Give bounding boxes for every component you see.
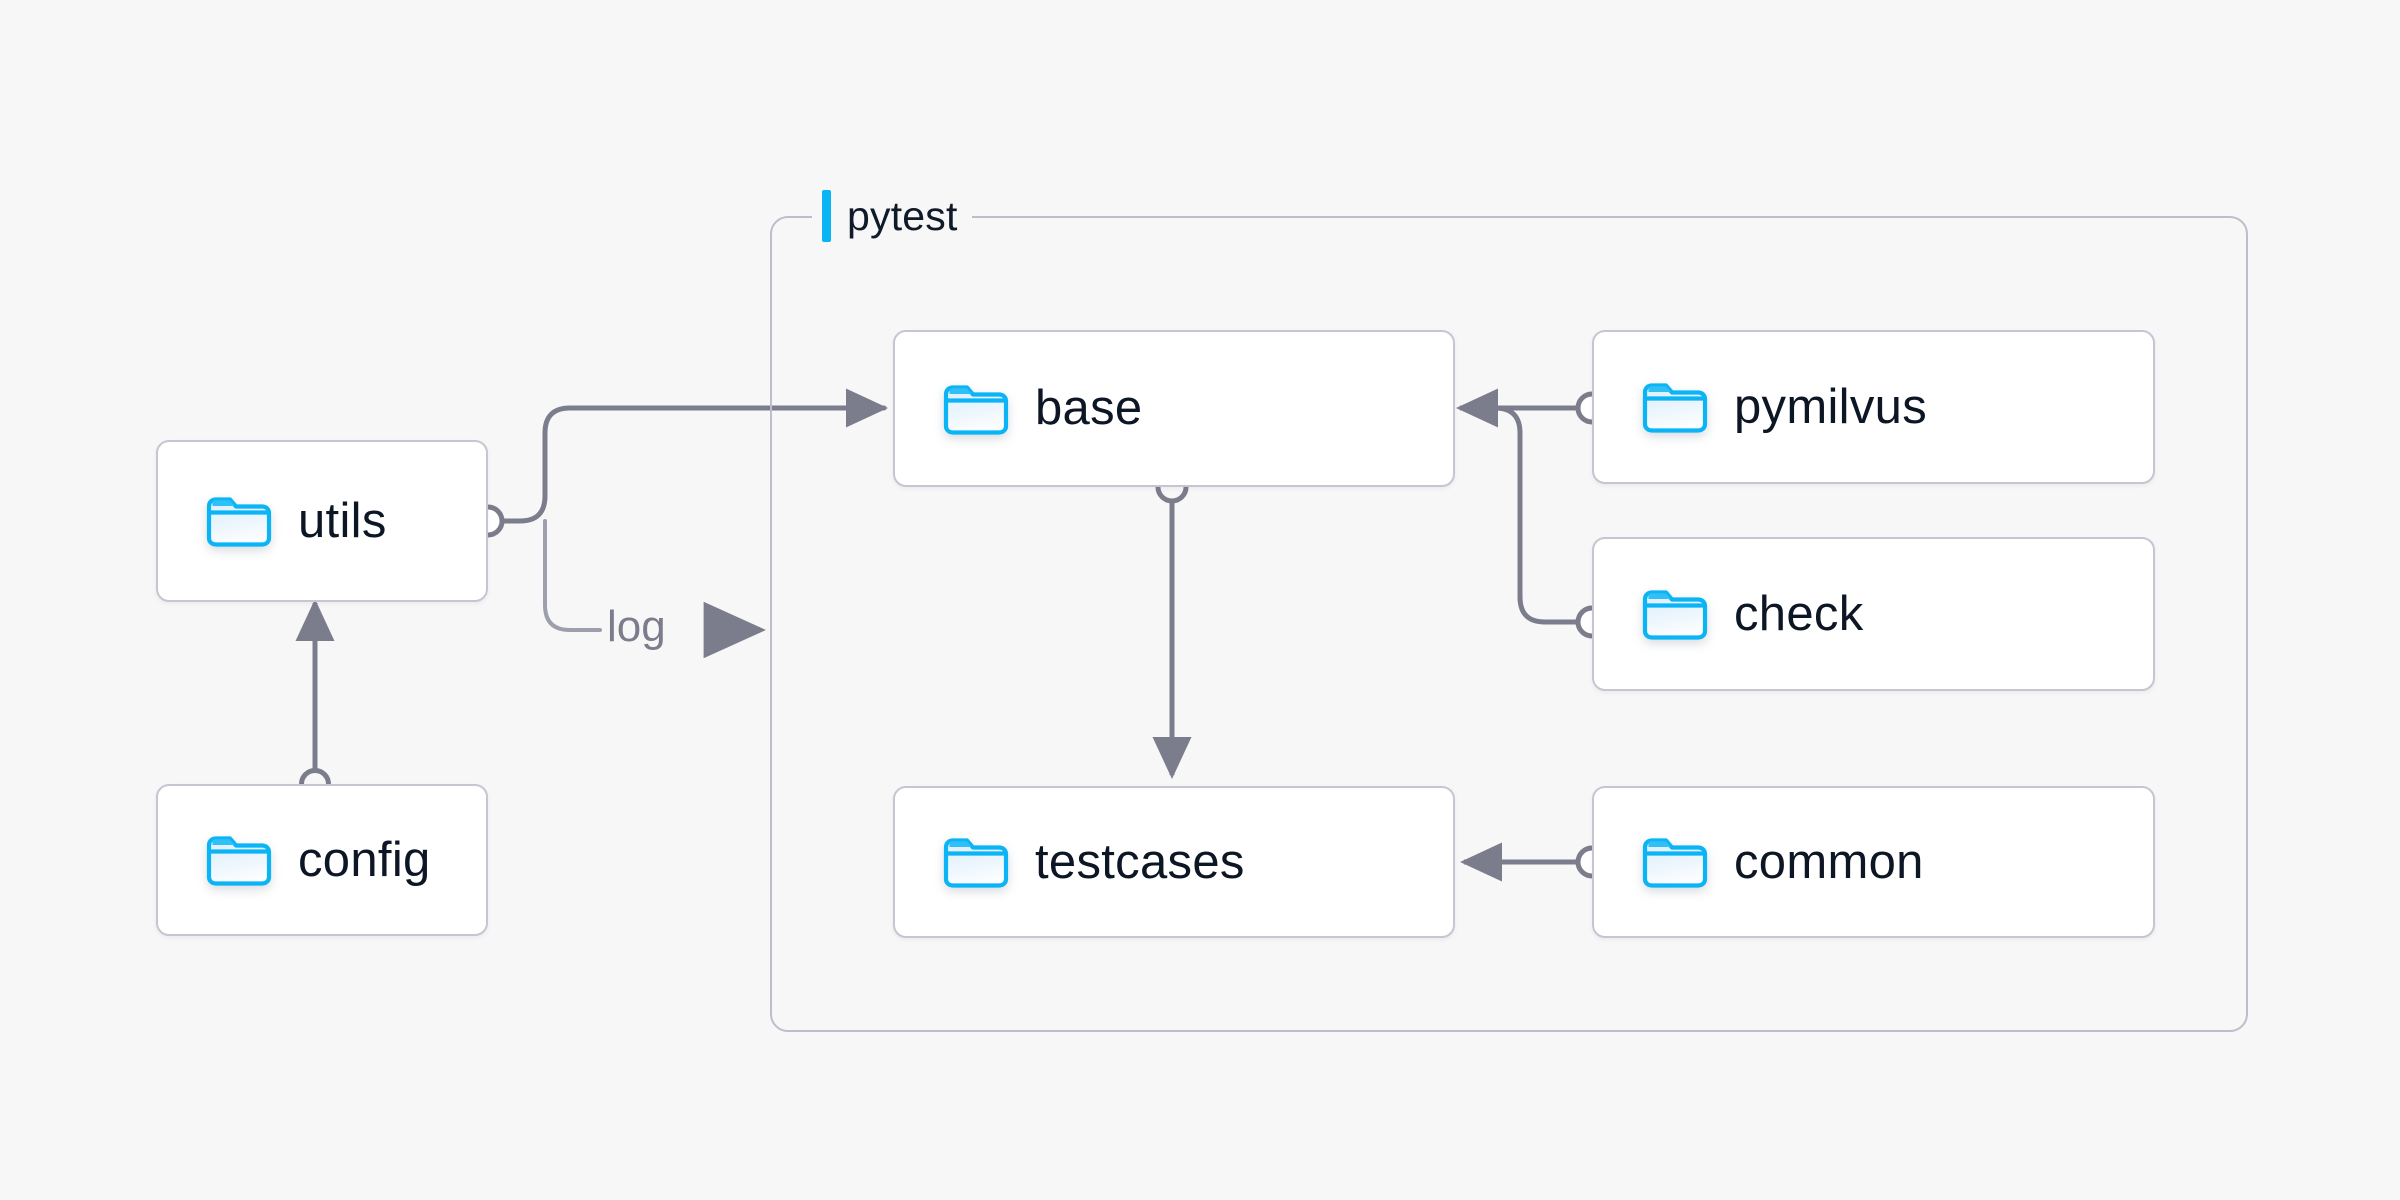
folder-icon xyxy=(943,384,1009,435)
node-label: utils xyxy=(298,493,387,548)
group-title: pytest xyxy=(847,192,958,239)
node-pymilvus[interactable]: pymilvus xyxy=(1592,330,2155,484)
edge-config-utils xyxy=(295,598,335,800)
node-check[interactable]: check xyxy=(1592,537,2155,691)
folder-icon xyxy=(1642,838,1708,888)
group-accent-bar xyxy=(822,190,831,242)
node-label: pymilvus xyxy=(1734,379,1927,434)
node-base[interactable]: base xyxy=(893,330,1455,487)
node-label: base xyxy=(1035,381,1143,435)
node-label: check xyxy=(1734,586,1864,641)
node-label: config xyxy=(298,832,431,887)
group-pytest xyxy=(770,216,2248,1032)
folder-icon xyxy=(1642,383,1708,433)
node-testcases[interactable]: testcases xyxy=(893,786,1455,938)
node-label: testcases xyxy=(1035,834,1245,889)
node-label: common xyxy=(1734,834,1924,889)
folder-icon xyxy=(206,836,272,886)
folder-icon xyxy=(943,838,1009,888)
folder-icon xyxy=(1642,590,1708,640)
node-utils[interactable]: utils xyxy=(156,440,488,602)
edge-label-log: log xyxy=(607,602,666,651)
node-common[interactable]: common xyxy=(1592,786,2155,938)
node-config[interactable]: config xyxy=(156,784,488,936)
folder-icon xyxy=(206,497,272,547)
group-pytest-label: pytest xyxy=(812,188,972,244)
edge-utils-base xyxy=(485,388,889,524)
